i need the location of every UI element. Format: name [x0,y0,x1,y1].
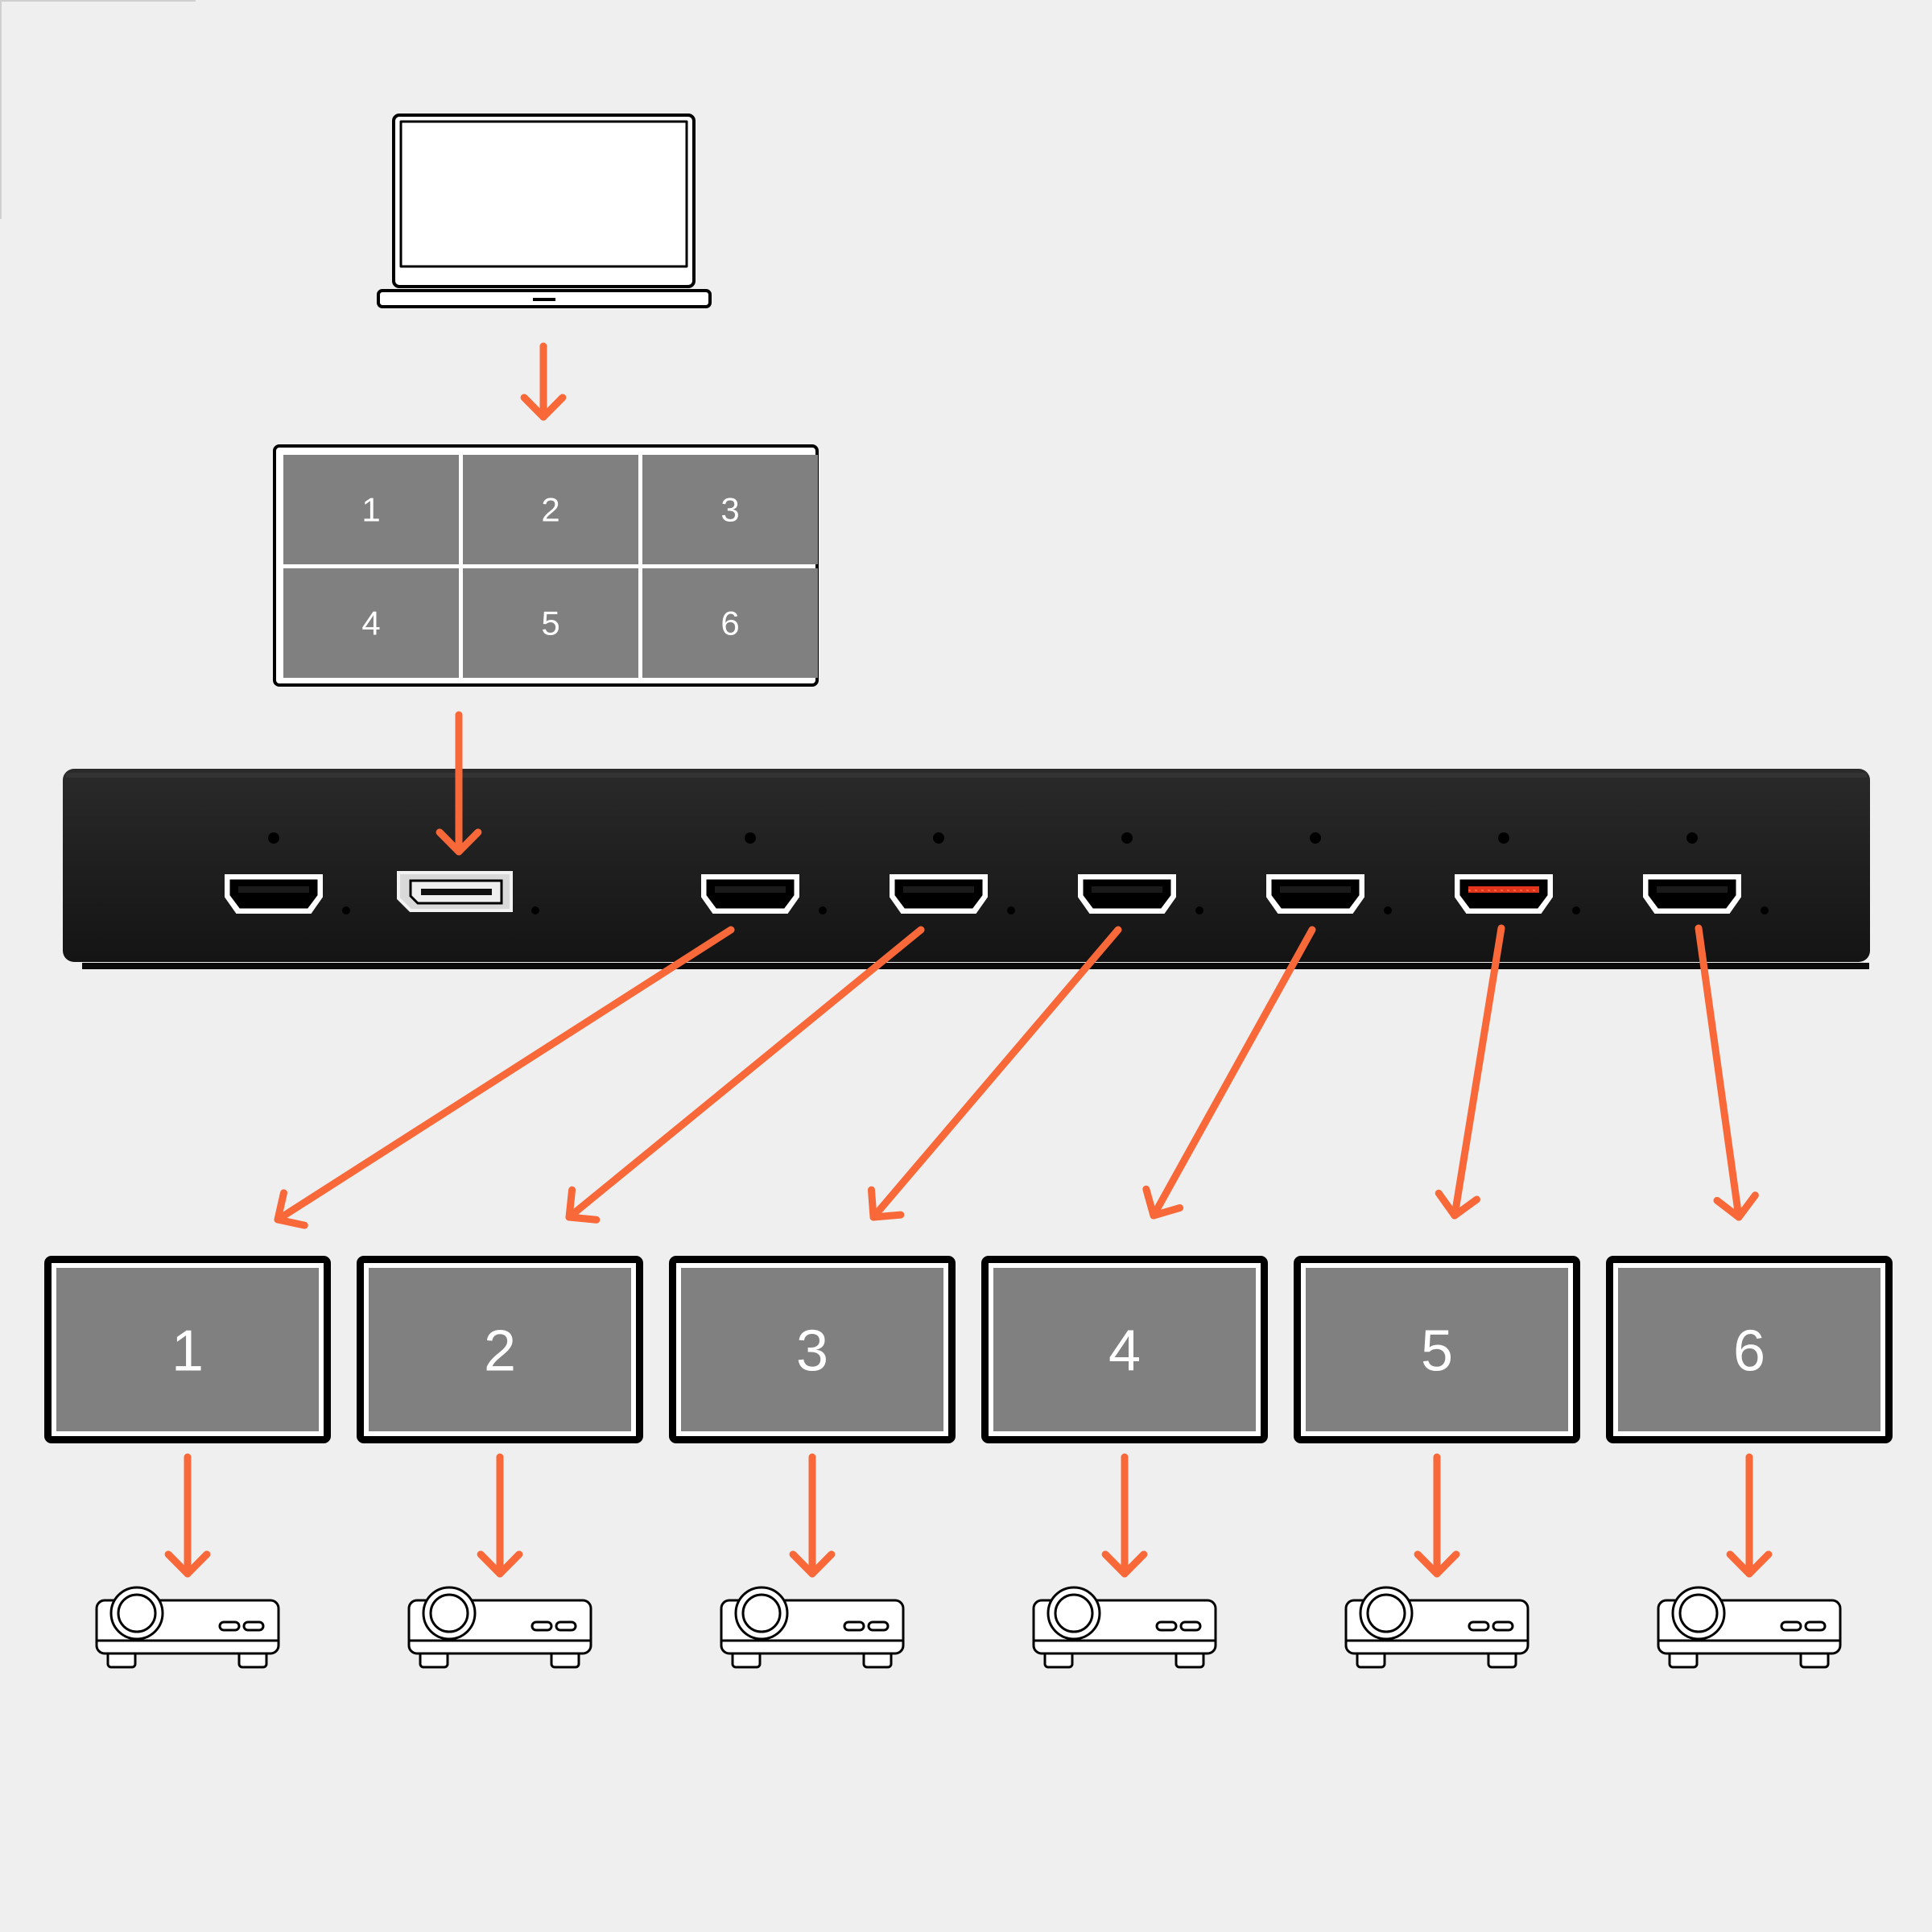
arrow [1726,1453,1773,1578]
displayport-input-port [397,871,539,914]
screw-hole [1761,906,1769,914]
layout-grid-cell-label: 1 [361,491,380,529]
hdmi-port-icon [1643,874,1741,914]
arrow [565,926,925,1224]
output-display-6: 6 [1606,1256,1893,1669]
screw-hole [819,906,827,914]
monitor-screen [993,1268,1256,1431]
led-indicator [1686,832,1698,844]
led-indicator [268,832,279,844]
displayport-icon [397,871,513,912]
led-indicator [1121,832,1133,844]
output-display-label: 6 [1733,1319,1765,1384]
layout-grid-cell-label: 4 [361,605,380,642]
output-display-4: 4 [981,1256,1268,1669]
hdmi-port-icon [701,874,799,914]
monitor-screen [369,1268,631,1431]
arrow [789,1453,836,1578]
signal-arrows [164,342,1773,1578]
output-displays: 1 2 3 4 5 6 [44,1256,1893,1669]
output-display-label: 3 [796,1319,828,1384]
led-indicator [1498,832,1509,844]
layout-grid-cell-label: 3 [720,491,739,529]
screw-hole [531,906,539,914]
video-wall-controller-icon [63,769,1870,969]
hdmi-output-port [1455,832,1580,914]
hdmi-port-icon [890,874,988,914]
layout-grid-cell-label: 2 [541,491,559,529]
monitor-screen [681,1268,943,1431]
output-display-5: 5 [1294,1256,1580,1669]
layout-grid: 1 2 3 4 5 6 [273,444,819,687]
hdmi-input-port [225,832,350,914]
layout-grid-cell: 2 [463,455,638,564]
arrow [477,1453,523,1578]
projector-icon [95,1586,280,1669]
layout-grid-cell: 5 [463,568,638,678]
projector-icon [1657,1586,1842,1669]
layout-grid-cell-label: 5 [541,605,559,642]
arrow [867,926,1122,1221]
output-display-label: 5 [1421,1319,1453,1384]
projector-icon [1032,1586,1217,1669]
output-display-2: 2 [357,1256,643,1669]
led-indicator [745,832,756,844]
arrow [1414,1453,1460,1578]
hdmi-port-icon [1455,874,1553,914]
screw-hole [1007,906,1015,914]
layout-grid-cell: 3 [642,455,818,564]
hdmi-output-port [1266,832,1392,914]
monitor-screen [1306,1268,1568,1431]
projector-icon [720,1586,905,1669]
screw-hole [1572,906,1580,914]
hdmi-output-port [1078,832,1203,914]
output-display-label: 1 [171,1319,204,1384]
monitor-screen [56,1268,319,1431]
screw-hole [1384,906,1392,914]
arrow [1435,924,1505,1220]
arrow [1142,926,1316,1220]
layout-grid-cell: 1 [283,455,459,564]
hdmi-output-port [890,832,1015,914]
layout-grid-cell: 6 [642,568,818,678]
arrow [1695,924,1759,1221]
hdmi-port-icon [1266,874,1364,914]
layout-grid-cell: 4 [283,568,459,678]
laptop-icon [377,114,712,308]
screw-hole [342,906,350,914]
hdmi-output-port [1643,832,1769,914]
projector-icon [407,1586,592,1669]
hdmi-port-icon [225,874,323,914]
projector-icon [1344,1586,1530,1669]
arrow [1101,1453,1148,1578]
arrow [164,1453,211,1578]
led-indicator [1310,832,1321,844]
monitor-screen [1618,1268,1880,1431]
output-display-label: 4 [1108,1319,1141,1384]
hdmi-output-port [701,832,827,914]
arrow [436,711,482,856]
hdmi-port-icon [1078,874,1176,914]
output-display-3: 3 [669,1256,956,1669]
screw-hole [1195,906,1203,914]
output-display-1: 1 [44,1256,331,1669]
arrow [520,342,567,421]
arrow [274,926,735,1229]
layout-grid-cell-label: 6 [720,605,739,642]
led-indicator [933,832,944,844]
output-display-label: 2 [484,1319,516,1384]
